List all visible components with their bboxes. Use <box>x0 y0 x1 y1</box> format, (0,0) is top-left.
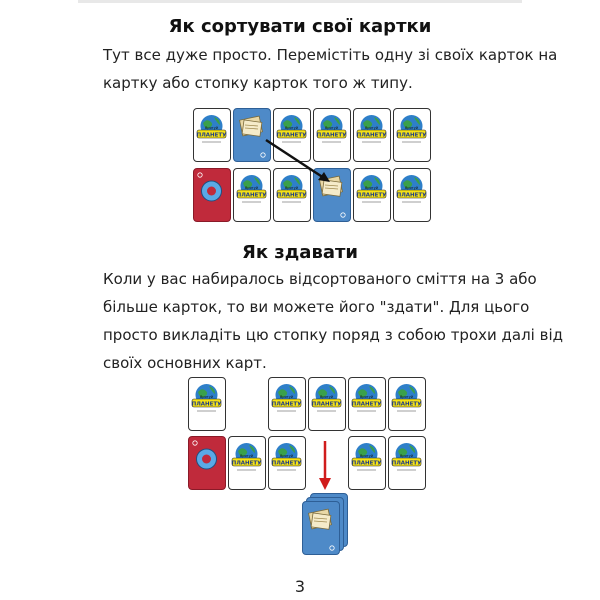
svg-text:ПЛАНЕТУ: ПЛАНЕТУ <box>277 193 308 199</box>
svg-text:ПЛАНЕТУ: ПЛАНЕТУ <box>397 193 428 199</box>
svg-text:ПЛАНЕТУ: ПЛАНЕТУ <box>357 133 388 139</box>
paper-waste-icon <box>319 175 346 218</box>
svg-text:Врятуй: Врятуй <box>280 454 293 458</box>
sorting-line-1: Тут все дуже просто. Перемістіть одну зі… <box>103 46 558 64</box>
svg-text:ПЛАНЕТУ: ПЛАНЕТУ <box>237 193 268 199</box>
section-title-sorting: Як сортувати свої картки <box>168 16 432 37</box>
hand-in-line-1: Коли у вас набиралось відсортованого смі… <box>103 270 537 288</box>
svg-text:Врятуй: Врятуй <box>325 126 338 130</box>
svg-text:ПЛАНЕТУ: ПЛАНЕТУ <box>272 402 303 408</box>
handed-in-stack-card-top[interactable] <box>302 501 340 555</box>
svg-text:Врятуй: Врятуй <box>400 454 413 458</box>
hand-in-line-2: більше карток, то ви можете його "здати"… <box>103 298 530 316</box>
red-waste-card[interactable] <box>188 436 226 490</box>
svg-text:ПЛАНЕТУ: ПЛАНЕТУ <box>192 402 223 408</box>
svg-text:ПЛАНЕТУ: ПЛАНЕТУ <box>352 402 383 408</box>
hand-in-paragraph: Коли у вас набиралось відсортованого смі… <box>103 265 573 377</box>
svg-text:Врятуй: Врятуй <box>360 395 373 399</box>
svg-text:Врятуй: Врятуй <box>200 395 213 399</box>
top-border-line <box>78 0 522 3</box>
svg-text:ПЛАНЕТУ: ПЛАНЕТУ <box>272 461 303 467</box>
plastic-waste-icon <box>192 440 217 470</box>
svg-text:Врятуй: Врятуй <box>205 126 218 130</box>
svg-text:ПЛАНЕТУ: ПЛАНЕТУ <box>397 133 428 139</box>
svg-text:Врятуй: Врятуй <box>400 395 413 399</box>
hand-in-line-4: своїх основних карт. <box>103 354 267 372</box>
svg-text:ПЛАНЕТУ: ПЛАНЕТУ <box>352 461 383 467</box>
sorting-line-2: картку або стопку карток того ж типу. <box>103 74 413 92</box>
paper-waste-icon <box>239 115 266 158</box>
svg-text:ПЛАНЕТУ: ПЛАНЕТУ <box>277 133 308 139</box>
svg-text:ПЛАНЕТУ: ПЛАНЕТУ <box>232 461 263 467</box>
svg-text:Врятуй: Врятуй <box>365 186 378 190</box>
svg-text:Врятуй: Врятуй <box>365 126 378 130</box>
svg-text:ПЛАНЕТУ: ПЛАНЕТУ <box>392 461 423 467</box>
page-number: 3 <box>294 577 306 596</box>
hand-in-line-3: просто викладіть цю стопку поряд з собою… <box>103 326 563 344</box>
red-waste-card[interactable] <box>193 168 231 222</box>
section-title-hand-in: Як здавати <box>241 242 359 263</box>
blue-paper-card[interactable] <box>233 108 271 162</box>
svg-text:Врятуй: Врятуй <box>360 454 373 458</box>
blue-paper-card-target[interactable] <box>313 168 351 222</box>
paper-waste-icon <box>308 508 335 551</box>
svg-text:Врятуй: Врятуй <box>245 186 258 190</box>
svg-text:ПЛАНЕТУ: ПЛАНЕТУ <box>197 133 228 139</box>
svg-text:Врятуй: Врятуй <box>280 395 293 399</box>
svg-text:Врятуй: Врятуй <box>405 186 418 190</box>
svg-text:Врятуй: Врятуй <box>320 395 333 399</box>
svg-text:ПЛАНЕТУ: ПЛАНЕТУ <box>317 133 348 139</box>
sorting-paragraph: Тут все дуже просто. Перемістіть одну зі… <box>103 41 573 97</box>
svg-text:Врятуй: Врятуй <box>285 186 298 190</box>
svg-text:ПЛАНЕТУ: ПЛАНЕТУ <box>392 402 423 408</box>
svg-text:Врятуй: Врятуй <box>285 126 298 130</box>
svg-text:Врятуй: Врятуй <box>405 126 418 130</box>
plastic-waste-icon <box>197 172 222 202</box>
svg-text:Врятуй: Врятуй <box>240 454 253 458</box>
svg-text:ПЛАНЕТУ: ПЛАНЕТУ <box>357 193 388 199</box>
svg-text:ПЛАНЕТУ: ПЛАНЕТУ <box>312 402 343 408</box>
